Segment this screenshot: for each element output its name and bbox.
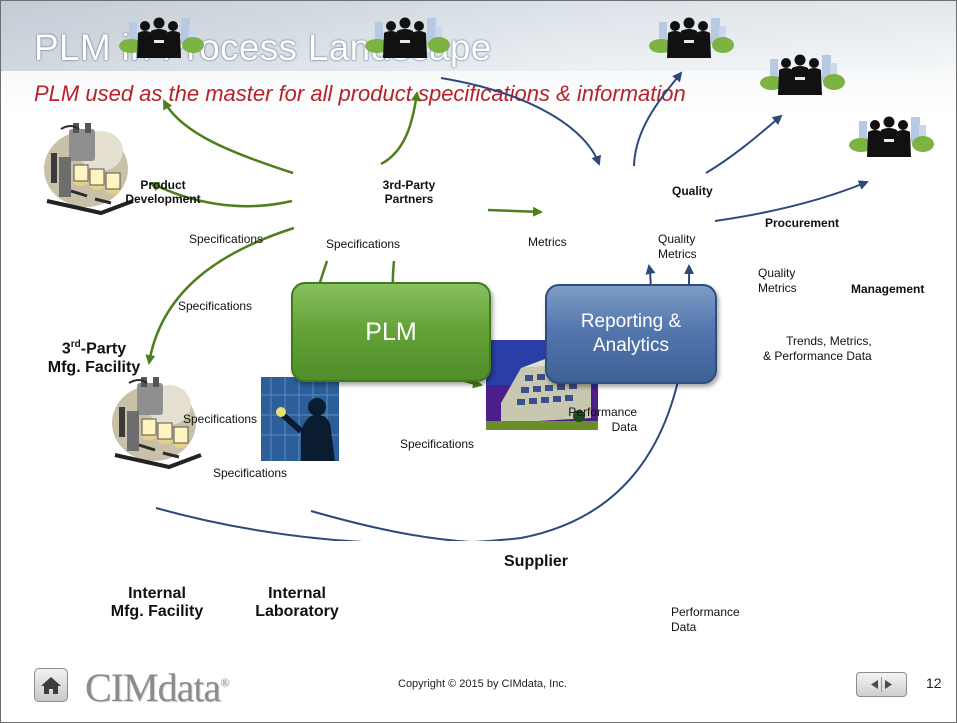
arrow-plm-to-third-party-mfg bbox=[149, 181, 293, 208]
logo-registered: ® bbox=[220, 675, 229, 690]
plm-box: PLM bbox=[291, 282, 491, 382]
business-people-icon-quality bbox=[649, 17, 734, 58]
procurement-label: Procurement bbox=[765, 216, 840, 230]
logo-text: CIMdata bbox=[85, 665, 221, 710]
edge-label-quality-metrics-2: Quality Metrics bbox=[758, 266, 797, 296]
home-icon bbox=[41, 677, 61, 694]
copyright-text: Copyright © 2015 by CIMdata, Inc. bbox=[398, 678, 567, 690]
reporting-analytics-box: Reporting & Analytics bbox=[545, 284, 717, 384]
edge-label-quality-metrics-1: Quality Metrics bbox=[658, 232, 697, 262]
edge-label-quality-metrics-2-a: Quality bbox=[758, 266, 796, 280]
arrow-reporting-to-management bbox=[714, 180, 869, 222]
supplier-label: Supplier bbox=[504, 553, 569, 570]
arrow-partners-to-reporting bbox=[440, 77, 601, 166]
arrow-plm-to-internal-mfg bbox=[145, 226, 295, 365]
edge-label-spec-supplier: Specifications bbox=[400, 437, 475, 451]
third-party-mfg-sup: rd bbox=[70, 339, 81, 350]
third-party-mfg-number: 3 bbox=[61, 340, 71, 358]
management-label: Management bbox=[851, 282, 925, 296]
process-diagram bbox=[42, 17, 934, 541]
third-party-mfg-suffix: -Party bbox=[80, 340, 127, 358]
edge-label-perf-supplier-b: Data bbox=[611, 420, 637, 434]
arrow-plm-to-reporting bbox=[487, 206, 543, 217]
reporting-label-line2: Analytics bbox=[592, 335, 670, 356]
prev-next-arrows-icon bbox=[871, 677, 892, 692]
product-development-label: Product Development bbox=[121, 178, 205, 207]
edge-label-trends-b: & Performance Data bbox=[763, 349, 872, 363]
business-people-icon-product-development bbox=[119, 17, 204, 58]
prev-arrow-icon bbox=[871, 680, 878, 689]
edge-label-spec-internal-lab: Specifications bbox=[213, 466, 288, 480]
edge-label-perf-supplier-a: Performance bbox=[568, 405, 637, 419]
edge-label-perf-bottom-a: Performance bbox=[671, 605, 740, 619]
internal-mfg-label: Internal Mfg. Facility bbox=[103, 585, 211, 622]
laboratory-photo-icon bbox=[261, 377, 339, 461]
factory-machinery-icon-third-party bbox=[42, 121, 135, 215]
business-people-icon-partners bbox=[365, 17, 450, 58]
edge-label-spec-internal-mfg: Specifications bbox=[183, 412, 258, 426]
third-party-mfg-line2: Mfg. Facility bbox=[47, 358, 141, 376]
product-development-line1: Product bbox=[140, 178, 186, 192]
edge-label-spec-partners: Specifications bbox=[326, 237, 401, 251]
edge-label-metrics: Metrics bbox=[528, 235, 567, 249]
internal-mfg-line1: Internal bbox=[128, 585, 186, 602]
edge-label-quality-metrics-2-b: Metrics bbox=[758, 281, 797, 295]
partners-label: 3rd-Party Partners bbox=[371, 178, 447, 207]
reporting-label-line1: Reporting & bbox=[580, 311, 682, 333]
internal-lab-label: Internal Laboratory bbox=[247, 585, 347, 622]
internal-mfg-line2: Mfg. Facility bbox=[110, 603, 204, 621]
arrow-reporting-to-quality bbox=[633, 71, 683, 167]
partners-line2: Partners bbox=[384, 191, 434, 206]
edge-label-quality-metrics-1-a: Quality bbox=[658, 232, 696, 246]
edge-label-trends: Trends, Metrics, & Performance Data bbox=[763, 334, 872, 364]
line-lab-to-performance bbox=[310, 510, 472, 541]
edge-label-perf-bottom: Performance Data bbox=[671, 605, 740, 635]
arrow-internal-to-reporting bbox=[155, 264, 695, 541]
edge-label-perf-bottom-b: Data bbox=[671, 620, 697, 634]
page-number: 12 bbox=[926, 675, 942, 691]
edge-label-perf-supplier: Performance Data bbox=[559, 405, 637, 435]
arrow-reporting-to-procurement bbox=[705, 114, 783, 174]
slide-nav-buttons[interactable] bbox=[856, 672, 907, 697]
partners-line1: 3rd-Party bbox=[382, 178, 436, 192]
business-people-icon-procurement bbox=[760, 54, 845, 95]
quality-label: Quality bbox=[672, 184, 713, 198]
plm-label: PLM bbox=[365, 317, 417, 346]
arrow-plm-to-partners bbox=[380, 91, 421, 166]
arrow-plm-to-product-development bbox=[162, 99, 294, 175]
next-arrow-icon bbox=[885, 680, 892, 689]
third-party-mfg-label: 3rd-Party Mfg. Facility bbox=[33, 339, 155, 377]
edge-label-spec-third-party-mfg: Specifications bbox=[178, 299, 253, 313]
edge-label-trends-a: Trends, Metrics, bbox=[786, 334, 872, 348]
edge-label-spec-product-development: Specifications bbox=[189, 232, 264, 246]
cimdata-logo: CIMdata® bbox=[85, 664, 229, 711]
internal-lab-line1: Internal bbox=[268, 585, 326, 602]
edge-label-quality-metrics-1-b: Metrics bbox=[658, 247, 697, 261]
home-button[interactable] bbox=[34, 668, 68, 702]
slide-subtitle: PLM used as the master for all product s… bbox=[34, 81, 686, 106]
product-development-line2: Development bbox=[125, 191, 201, 206]
internal-lab-line2: Laboratory bbox=[255, 603, 339, 621]
business-people-icon-management bbox=[849, 116, 934, 157]
